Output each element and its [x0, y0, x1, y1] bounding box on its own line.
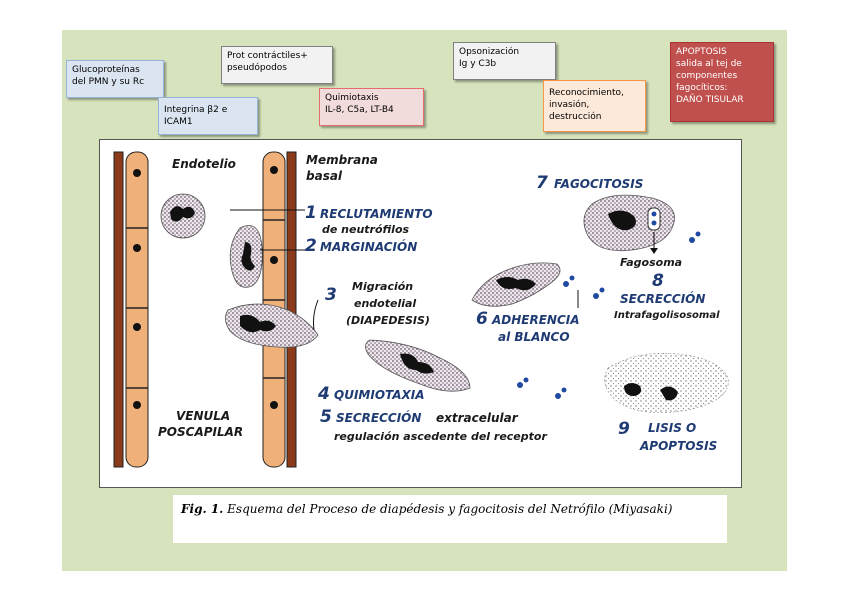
step7-number: 7 — [536, 173, 548, 193]
step8-sublabel: Intrafagolisosomal — [614, 310, 720, 321]
step8-number: 8 — [652, 271, 664, 291]
neutrophil-diapedesis — [225, 299, 319, 348]
neutrophil-lisis — [604, 353, 729, 413]
fagosoma-label: Fagosoma — [620, 256, 682, 269]
step4-label: QUIMIOTAXIA — [334, 388, 425, 402]
integrina-box: Integrina β2 e ICAM1 — [158, 97, 258, 135]
step5-regulacion: regulación ascedente del receptor — [334, 430, 547, 443]
step3-label-2: endotelial — [354, 297, 416, 310]
neutrophil-adherencia — [471, 262, 561, 307]
granules — [517, 231, 701, 399]
step1-number: 1 — [305, 203, 317, 223]
venula-label-2: POSCAPILAR — [158, 425, 243, 439]
step5-number: 5 — [320, 407, 332, 427]
step8-label: SECRECCIÓN — [620, 291, 705, 306]
step3-label-1: Migración — [352, 280, 413, 293]
left-vessel-wall — [113, 151, 149, 468]
caption-fig-label: Fig. 1. — [181, 502, 224, 516]
step2-number: 2 — [305, 236, 317, 256]
membrana-label-1: Membrana — [306, 153, 378, 167]
opsonizacion-box: Opsonización Ig y C3b — [453, 42, 556, 80]
step6-label-2: al BLANCO — [498, 330, 570, 344]
step3-number: 3 — [325, 285, 337, 305]
step1-sublabel: de neutrófilos — [322, 223, 410, 236]
step6-label-1: ADHERENCIA — [491, 313, 580, 327]
step5-sublabel: extracelular — [436, 411, 519, 425]
reconocimiento-box: Reconocimiento, invasión, destrucción — [543, 80, 646, 132]
step4-number: 4 — [317, 384, 330, 404]
diagram-svg: Endotelio Membrana basal 1 RECLUTAMIENTO… — [113, 151, 729, 468]
prot-contractiles-box: Prot contráctiles+ pseudópodos — [221, 46, 333, 84]
quimiotaxis-box: Quimiotaxis IL-8, C5a, LT-B4 — [319, 88, 424, 126]
step9-number: 9 — [618, 419, 630, 439]
endotelio-label: Endotelio — [172, 157, 236, 171]
step7-label: FAGOCITOSIS — [554, 177, 643, 191]
venula-label-1: VENULA — [176, 409, 230, 423]
step2-label: MARGINACIÓN — [320, 239, 417, 254]
apoptosis-box: APOPTOSIS salida al tej de componentes f… — [670, 42, 774, 122]
step1-label: RECLUTAMIENTO — [320, 207, 433, 221]
neutrophil-reclutamiento — [160, 193, 305, 239]
caption-text: Esquema del Proceso de diapédesis y fago… — [223, 502, 673, 516]
glucoproteinas-box: Glucoproteínas del PMN y su Rc — [66, 60, 164, 98]
step9-label-2: APOPTOSIS — [639, 439, 717, 453]
step3-label-3: (DIAPEDESIS) — [346, 314, 430, 327]
neutrophil-fagocitosis — [583, 194, 675, 254]
neutrophil-quimiotaxia — [365, 339, 471, 392]
diapedesis-figure: Endotelio Membrana basal 1 RECLUTAMIENTO… — [99, 139, 742, 488]
step6-number: 6 — [476, 309, 488, 329]
step9-label-1: LISIS O — [648, 421, 696, 435]
neutrophil-marginacion — [229, 225, 315, 288]
membrana-label-2: basal — [306, 169, 343, 183]
step5-label: SECRECCIÓN — [336, 410, 421, 425]
figure-caption: Fig. 1. Esquema del Proceso de diapédesi… — [173, 495, 727, 543]
